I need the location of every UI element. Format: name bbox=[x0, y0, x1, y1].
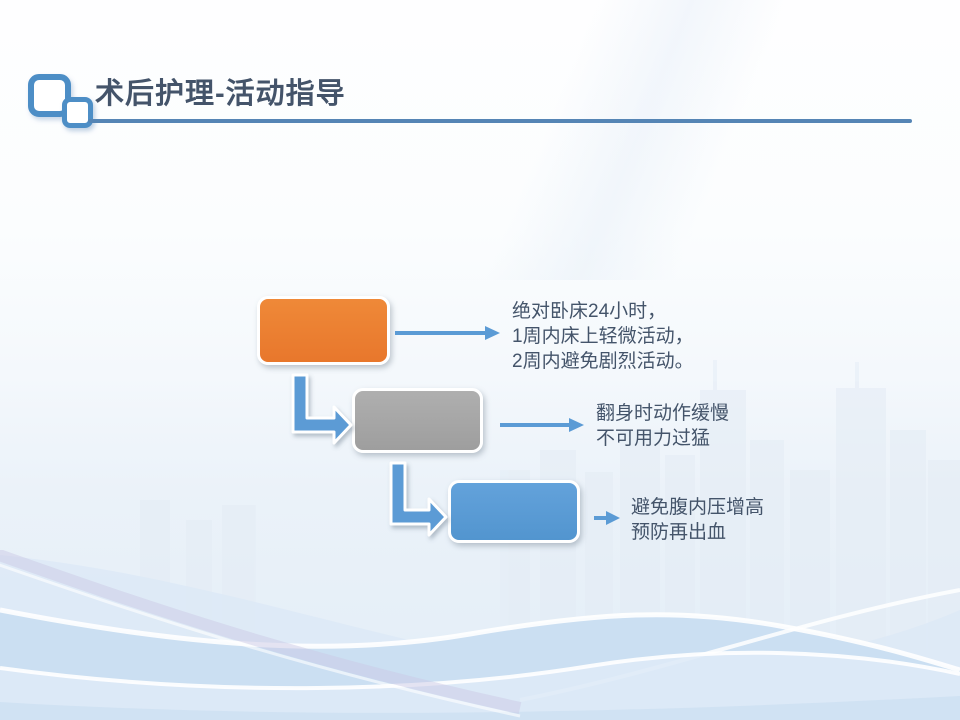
elbow-arrow-icon-2 bbox=[389, 461, 448, 537]
page-title: 术后护理-活动指导 bbox=[95, 78, 346, 110]
elbow-arrow-icon-1 bbox=[291, 373, 353, 445]
flow-step-text-1: 绝对卧床24小时， 1周内床上轻微活动， 2周内避免剧烈活动。 bbox=[512, 299, 694, 374]
flow-step-box-1 bbox=[257, 296, 390, 365]
flow-step-1-line-3: 2周内避免剧烈活动。 bbox=[512, 351, 694, 372]
flow-step-1-line-2: 1周内床上轻微活动， bbox=[512, 326, 694, 347]
right-arrow-icon-1 bbox=[395, 326, 500, 340]
flow-step-box-3 bbox=[448, 480, 580, 543]
flow-step-text-2: 翻身时动作缓慢 不可用力过猛 bbox=[596, 401, 729, 451]
flow-step-2-line-1: 翻身时动作缓慢 bbox=[596, 403, 730, 424]
bottom-waves-decoration bbox=[0, 550, 960, 720]
copy-squares-icon bbox=[28, 74, 96, 134]
flow-step-box-2 bbox=[352, 388, 483, 453]
flow-step-text-3: 避免腹内压增高 预防再出血 bbox=[631, 495, 764, 545]
title-underline bbox=[88, 119, 912, 123]
right-arrow-icon-3 bbox=[594, 511, 620, 525]
flow-step-3-line-1: 避免腹内压增高 bbox=[631, 497, 765, 518]
flow-step-3-line-2: 预防再出血 bbox=[631, 522, 727, 543]
background-streak-decoration bbox=[280, 0, 960, 280]
flow-step-2-line-2: 不可用力过猛 bbox=[596, 428, 711, 449]
icon-small-square bbox=[62, 97, 93, 128]
right-arrow-icon-2 bbox=[500, 418, 584, 432]
flow-step-1-line-1: 绝对卧床24小时， bbox=[512, 301, 667, 322]
